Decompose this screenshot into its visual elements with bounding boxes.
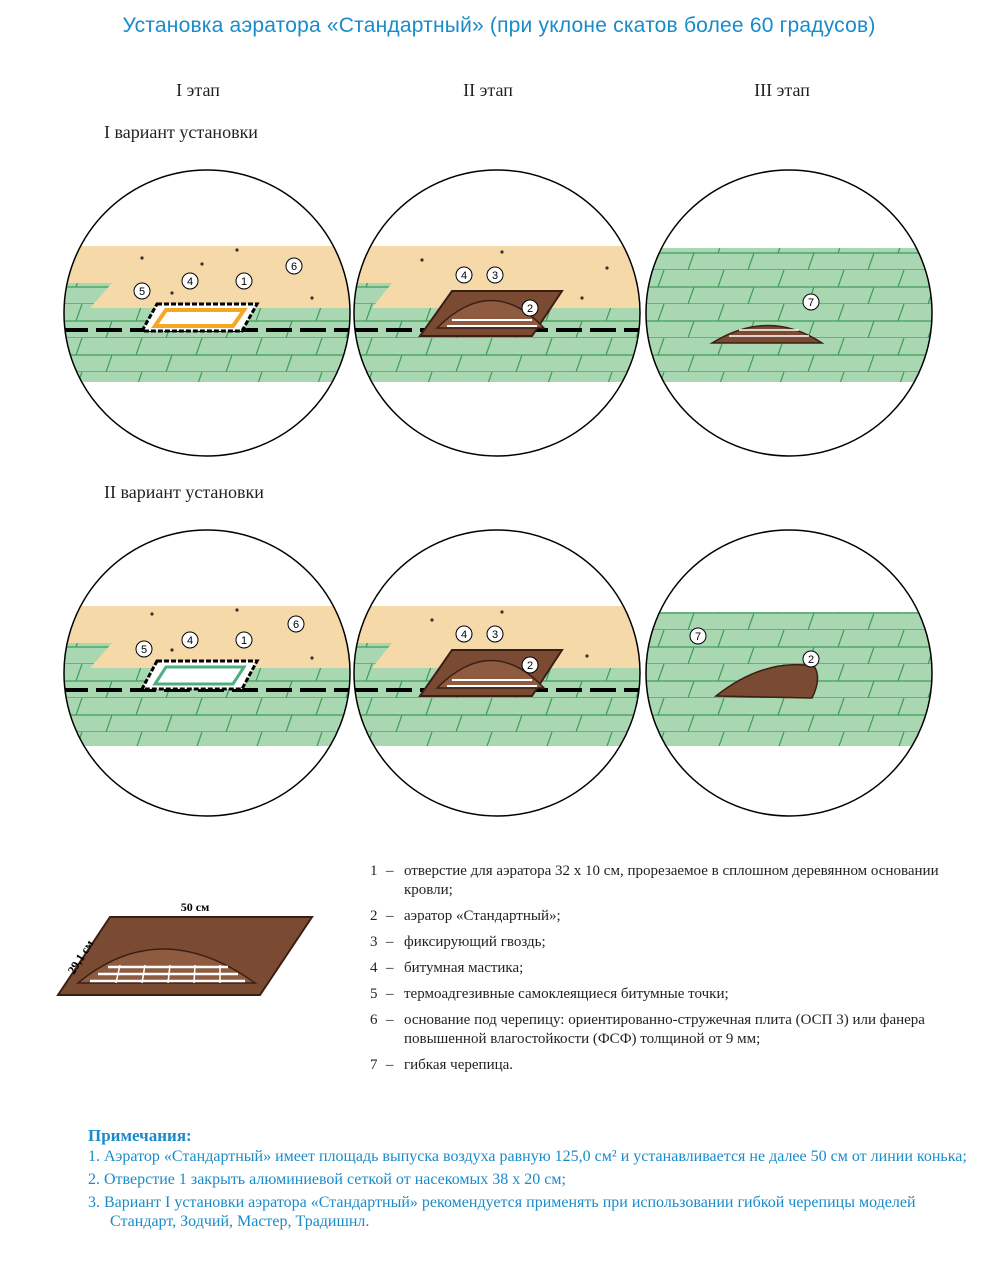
variant-1-label: I вариант установки (104, 122, 258, 142)
note-item: 1. Аэратор «Стандартный» имеет площадь в… (88, 1148, 967, 1165)
callout-4: 4 (461, 629, 467, 641)
note-item: 3. Вариант I установки аэратора «Стандар… (88, 1194, 916, 1230)
variant-2-stage-1-diagram: 5 4 1 6 (62, 528, 352, 818)
callout-6: 6 (293, 619, 299, 631)
callout-3: 3 (492, 629, 498, 641)
callout-2: 2 (527, 303, 533, 315)
variant-2-stage-3-diagram: 7 2 (644, 528, 934, 818)
callout-1: 1 (241, 635, 247, 647)
aerator-width-label: 50 см (181, 900, 210, 914)
callout-7: 7 (695, 631, 701, 643)
callout-2: 2 (527, 660, 533, 672)
variant-2-stage-2-diagram: 4 3 2 (352, 528, 642, 818)
callout-5: 5 (139, 286, 145, 298)
notes-section: Примечания: 1. Аэратор «Стандартный» име… (88, 1126, 968, 1235)
variant-2-label: II вариант установки (104, 482, 264, 502)
variant-1-stage-3-diagram: 7 (644, 168, 934, 458)
callout-4: 4 (187, 635, 193, 647)
legend: 1–отверстие для аэратора 32 x 10 см, про… (370, 862, 970, 1082)
variant-1-stage-2-diagram: 4 3 2 (352, 168, 642, 458)
callout-6: 6 (291, 261, 297, 273)
notes-title: Примечания: (88, 1126, 192, 1145)
callout-4: 4 (461, 270, 467, 282)
callout-4: 4 (187, 276, 193, 288)
legend-item: 6–основание под черепицу: ориентированно… (370, 1012, 925, 1047)
callout-7: 7 (808, 297, 814, 309)
stage-2-label: II этап (463, 80, 513, 100)
callout-5: 5 (141, 644, 147, 656)
legend-item: 3–фиксирующий гвоздь; (370, 934, 546, 950)
stage-1-label: I этап (176, 80, 220, 100)
legend-item: 5–термоадгезивные самоклеящиеся битумные… (370, 986, 729, 1002)
note-item: 2. Отверстие 1 закрыть алюминиевой сетко… (88, 1171, 566, 1188)
stage-3-label: III этап (754, 80, 810, 100)
callout-2: 2 (808, 654, 814, 666)
page-title: Установка аэратора «Стандартный» (при ук… (122, 14, 876, 37)
legend-item: 7–гибкая черепица. (370, 1057, 514, 1073)
callout-3: 3 (492, 270, 498, 282)
legend-item: 4–битумная мастика; (370, 960, 524, 976)
aerator-illustration: 50 см 29,1 см (50, 895, 320, 1015)
legend-item: 1–отверстие для аэратора 32 x 10 см, про… (370, 863, 939, 898)
callout-1: 1 (241, 276, 247, 288)
legend-item: 2–аэратор «Стандартный»; (370, 908, 561, 924)
variant-1-stage-1-diagram: 5 4 1 6 (62, 168, 352, 458)
